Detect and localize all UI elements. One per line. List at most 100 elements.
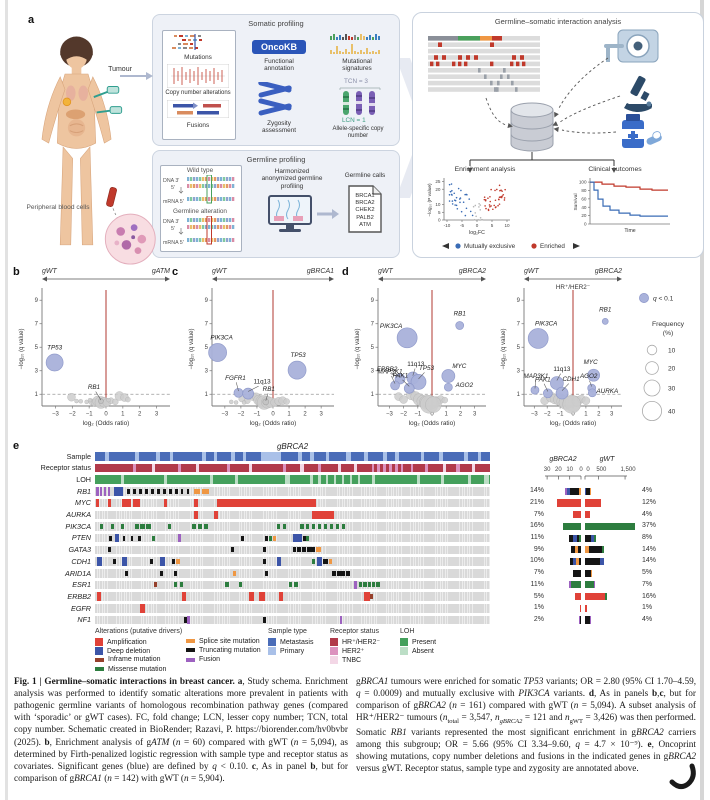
alteration-mark-trunc: [301, 547, 306, 553]
scale-tick: 0: [586, 467, 590, 473]
annotation-seg: [318, 475, 321, 484]
alteration-mark-trunc: [112, 558, 116, 565]
alteration-mark-trunc: [150, 558, 154, 565]
annotation-seg: [177, 463, 182, 473]
svg-text:3: 3: [473, 412, 477, 418]
alteration-mark-trunc: [332, 570, 336, 576]
alteration-mark-missense: [367, 582, 372, 588]
svg-text:11q13: 11q13: [553, 366, 571, 373]
alteration-mark-trunc: [138, 535, 142, 541]
pct-gbrca2: 11%: [530, 580, 545, 588]
alteration-mark-splice: [328, 558, 332, 565]
svg-text:3: 3: [35, 369, 39, 375]
mutations-label: Mutations: [184, 54, 212, 61]
caption-segment: , but for comparison of g: [14, 761, 348, 784]
alteration-mark-amp: [278, 592, 284, 601]
svg-text:RB1: RB1: [599, 306, 611, 313]
alteration-mark-missense: [318, 523, 322, 529]
svg-text:−1: −1: [414, 412, 422, 418]
caption-segment: variants; OR = 2.80 (95% CI 1.70–4.59,: [543, 677, 697, 687]
panel-a-letter: a: [28, 14, 35, 26]
legend-receptor-title: Receptor status: [330, 628, 380, 635]
annotation-seg: [310, 475, 313, 484]
annotation-seg: [478, 452, 482, 461]
svg-text:40: 40: [668, 408, 676, 415]
annotation-seg: [260, 452, 281, 461]
svg-text:9: 9: [205, 298, 209, 304]
svg-text:3: 3: [319, 412, 323, 418]
caption-segment: a: [237, 677, 243, 687]
alteration-mark-amp: [107, 498, 111, 508]
scale-tick: 500: [596, 467, 607, 473]
bar-header-gbrca2: gBRCA2: [549, 456, 577, 463]
alteration-mark-trunc: [262, 547, 267, 553]
allele-ideograms-icon: [339, 87, 381, 115]
alteration-mark-missense: [140, 523, 146, 529]
bar-seg-wt: [594, 534, 596, 542]
caption-segment: b: [310, 761, 316, 772]
legend-alterations-item: Inframe mutation: [95, 656, 161, 663]
alteration-mark-amp: [181, 592, 186, 601]
bar-seg-b2: [576, 557, 579, 566]
svg-text:TP53: TP53: [291, 352, 307, 359]
bar-seg-b2: [570, 581, 581, 589]
alteration-mark-missense: [168, 523, 172, 529]
alteration-mark-splice: [202, 488, 209, 494]
svg-text:20: 20: [435, 187, 441, 192]
alteration-mark-del: [114, 533, 120, 543]
alteration-mark-missense: [179, 582, 183, 588]
svg-text:9: 9: [371, 298, 375, 304]
svg-text:mRNA 5′: mRNA 5′: [163, 240, 184, 246]
alteration-mark-fusion: [104, 487, 107, 496]
annotation-row: [95, 463, 490, 473]
bar-seg-b2: [570, 546, 576, 554]
annotation-seg: [383, 463, 386, 473]
svg-text:−3: −3: [221, 412, 229, 418]
alteration-mark-missense: [312, 558, 316, 565]
alteration-mark-amp: [132, 498, 140, 508]
svg-text:−log₁₀ (q value): −log₁₀ (q value): [189, 328, 195, 369]
alteration-mark-amp: [164, 498, 168, 508]
pct-gbrca2: 11%: [530, 534, 545, 541]
scale-tick: 10: [566, 467, 574, 473]
bar-seg-wt: [591, 534, 595, 542]
caption-segment: e: [647, 739, 652, 750]
caption-segment: total: [447, 718, 459, 726]
svg-text:log₂ (Odds ratio): log₂ (Odds ratio): [83, 420, 130, 427]
pct-gbrca2: 16%: [529, 522, 544, 530]
annotation-seg: [298, 452, 302, 461]
human-figure-illustration: [41, 36, 156, 265]
annotation-seg: [383, 452, 387, 461]
legend-swatch-amp: [95, 638, 103, 646]
svg-text:AGO2: AGO2: [579, 373, 598, 380]
alteration-mark-amp: [96, 592, 101, 601]
annotation-seg: [442, 463, 446, 473]
svg-text:3: 3: [155, 412, 159, 418]
svg-text:11q13: 11q13: [407, 361, 425, 368]
bar-seg-wt: [585, 511, 591, 519]
annotation-seg: [310, 452, 315, 461]
legend-receptor-item: HR⁺/HER2⁻: [330, 638, 380, 647]
annotation-seg: [424, 463, 428, 473]
bar-seg-b2: [579, 534, 581, 542]
panel-d-letter: d: [342, 266, 349, 278]
scale-tick: 20: [555, 467, 562, 473]
caption-segment: = 4.7 × 10⁻⁹).: [580, 739, 648, 750]
svg-text:gATM: gATM: [152, 268, 170, 275]
svg-text:0: 0: [571, 412, 575, 418]
caption-segment: versus gWT. Receptor status, sample type…: [356, 764, 639, 774]
caption-segment: g: [356, 677, 361, 687]
svg-text:3: 3: [517, 369, 521, 375]
gene-row-bg: [95, 615, 490, 625]
annotation-seg: [243, 452, 247, 461]
lcn-label: LCN = 1: [342, 117, 366, 124]
alteration-mark-missense: [110, 523, 114, 529]
caption-segment: = 121 and: [522, 713, 566, 724]
legend-sample-title: Sample type: [268, 628, 307, 635]
legend-swatch-inframe: [95, 657, 104, 662]
svg-text:MYC: MYC: [452, 363, 466, 370]
legend-sample-item: Metastasis: [268, 638, 313, 646]
alteration-mark-missense: [363, 582, 367, 588]
